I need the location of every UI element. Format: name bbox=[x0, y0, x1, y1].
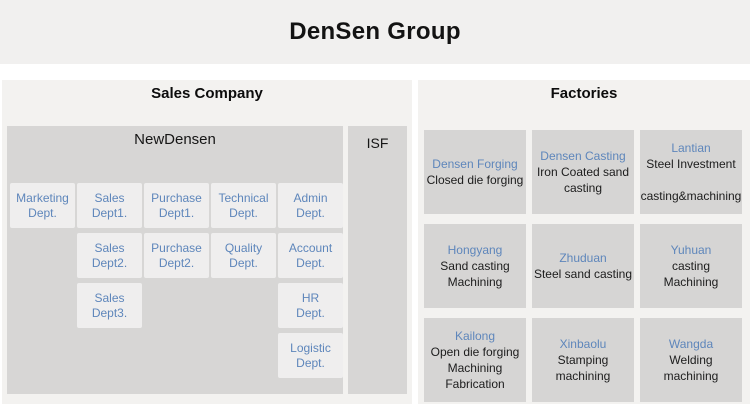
factory-box-xinbaolu: Xinbaolu Stamping machining bbox=[532, 318, 634, 402]
factory-line: Machining bbox=[447, 275, 503, 289]
dept-line: Sales bbox=[94, 190, 125, 205]
dept-box-purchase1: Purchase Dept1. bbox=[144, 183, 209, 228]
factory-line: Open die forging bbox=[430, 345, 520, 359]
dept-line: Dept3. bbox=[91, 305, 128, 320]
dept-box-sales1: Sales Dept1. bbox=[77, 183, 142, 228]
factory-name: Kailong bbox=[454, 329, 496, 343]
dept-line: Sales bbox=[94, 240, 125, 255]
dept-box-quality: Quality Dept. bbox=[211, 233, 276, 278]
factory-box-lantian: Lantian Steel Investment casting&machini… bbox=[640, 130, 742, 214]
factory-name: Yuhuan bbox=[670, 243, 712, 257]
factory-line: Steel Investment bbox=[646, 157, 736, 171]
dept-line: Dept. bbox=[28, 205, 57, 220]
dept-line: Dept. bbox=[229, 205, 258, 220]
factory-name: Densen Forging bbox=[432, 157, 518, 171]
dept-line: Quality bbox=[224, 240, 263, 255]
dept-line: Dept. bbox=[296, 255, 325, 270]
dept-line: Dept2. bbox=[158, 255, 195, 270]
sales-company-panel: Sales Company NewDensen Marketing Dept. … bbox=[2, 80, 412, 404]
newdensen-label: NewDensen bbox=[134, 131, 216, 148]
dept-line: Dept. bbox=[296, 355, 325, 370]
factory-box-wangda: Wangda Welding machining bbox=[640, 318, 742, 402]
factory-name: Xinbaolu bbox=[559, 337, 607, 351]
newdensen-box: NewDensen Marketing Dept. Sales Dept1. P… bbox=[7, 126, 343, 394]
dept-box-technical: Technical Dept. bbox=[211, 183, 276, 228]
dept-box-purchase2: Purchase Dept2. bbox=[144, 233, 209, 278]
isf-label: ISF bbox=[366, 135, 389, 151]
dept-line: Marketing bbox=[16, 190, 69, 205]
factory-line: Sand casting bbox=[440, 259, 510, 273]
factory-line: machining bbox=[555, 369, 611, 383]
factory-line: Welding bbox=[669, 353, 713, 367]
factory-name: Hongyang bbox=[447, 243, 503, 257]
factory-box-densen-forging: Densen Forging Closed die forging bbox=[424, 130, 526, 214]
factory-box-hongyang: Hongyang Sand casting Machining bbox=[424, 224, 526, 308]
dept-line: Dept2. bbox=[91, 255, 128, 270]
factory-line: Iron Coated sand bbox=[536, 165, 630, 179]
dept-line: Purchase bbox=[151, 190, 202, 205]
dept-box-logistic: Logistic Dept. bbox=[278, 333, 343, 378]
factory-box-densen-casting: Densen Casting Iron Coated sand casting bbox=[532, 130, 634, 214]
dept-box-sales3: Sales Dept3. bbox=[77, 283, 142, 328]
page-title: DenSen Group bbox=[289, 18, 461, 45]
dept-line: Purchase bbox=[151, 240, 202, 255]
dept-box-admin: Admin Dept. bbox=[278, 183, 343, 228]
factories-header: Factories bbox=[550, 85, 618, 102]
factory-line: Steel sand casting bbox=[533, 267, 633, 281]
title-band: DenSen Group bbox=[0, 0, 750, 64]
dept-box-marketing: Marketing Dept. bbox=[10, 183, 75, 228]
factory-line: casting bbox=[671, 259, 711, 273]
dept-box-sales2: Sales Dept2. bbox=[77, 233, 142, 278]
dept-line: Technical bbox=[218, 190, 269, 205]
factory-box-zhuduan: Zhuduan Steel sand casting bbox=[532, 224, 634, 308]
dept-line: Dept1. bbox=[158, 205, 195, 220]
factory-line: Machining bbox=[447, 361, 503, 375]
factory-box-yuhuan: Yuhuan casting Machining bbox=[640, 224, 742, 308]
dept-line: Dept. bbox=[296, 205, 325, 220]
factory-name: Wangda bbox=[668, 337, 714, 351]
dept-line: Dept. bbox=[229, 255, 258, 270]
dept-line: Dept1. bbox=[91, 205, 128, 220]
factory-line: casting&machining bbox=[640, 189, 742, 203]
factory-line: machining bbox=[663, 369, 719, 383]
sales-company-header: Sales Company bbox=[151, 85, 263, 102]
factory-name: Densen Casting bbox=[540, 149, 626, 163]
isf-box: ISF bbox=[348, 126, 407, 394]
dept-line: Dept. bbox=[296, 305, 325, 320]
dept-line: Account bbox=[288, 240, 333, 255]
factory-line: Fabrication bbox=[445, 377, 505, 391]
dept-line: Sales bbox=[94, 290, 125, 305]
factory-line: Closed die forging bbox=[426, 173, 524, 187]
dept-line: Logistic bbox=[290, 340, 331, 355]
factory-line: Stamping bbox=[557, 353, 609, 367]
factory-line: Machining bbox=[663, 275, 719, 289]
factory-line: casting bbox=[563, 181, 603, 195]
dept-box-hr: HR Dept. bbox=[278, 283, 343, 328]
dept-box-account: Account Dept. bbox=[278, 233, 343, 278]
factories-panel: Factories Densen Forging Closed die forg… bbox=[418, 80, 750, 404]
dept-line: Admin bbox=[293, 190, 328, 205]
factory-name: Zhuduan bbox=[559, 251, 607, 265]
dept-line: HR bbox=[301, 290, 320, 305]
factory-box-kailong: Kailong Open die forging Machining Fabri… bbox=[424, 318, 526, 402]
factory-name: Lantian bbox=[671, 141, 711, 155]
